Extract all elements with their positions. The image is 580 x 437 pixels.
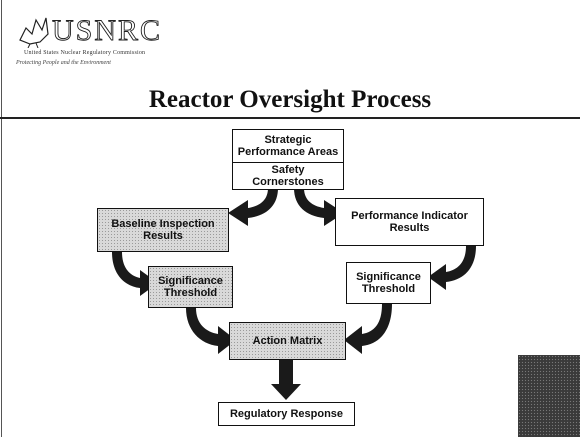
action-matrix-box: Action Matrix	[229, 322, 346, 360]
baseline-inspection-box: Baseline Inspection Results	[97, 208, 229, 252]
significance-threshold-right-box: Significance Threshold	[346, 262, 431, 304]
performance-indicator-label: Performance Indicator Results	[351, 210, 468, 234]
significance-right-label: Significance Threshold	[356, 271, 421, 295]
arrow-right-to-action	[344, 304, 392, 354]
action-matrix-label: Action Matrix	[252, 335, 323, 347]
regulatory-response-label: Regulatory Response	[229, 408, 344, 420]
left-border	[1, 0, 2, 437]
safety-cornerstones-label: Safety Cornerstones	[252, 164, 324, 188]
arrow-to-performance	[294, 188, 344, 226]
scan-artifact-block	[518, 355, 580, 437]
arrow-to-response	[271, 360, 301, 400]
logo-agency-name: United States Nuclear Regulatory Commiss…	[24, 50, 146, 56]
safety-cornerstones-box: Safety Cornerstones	[232, 162, 344, 190]
logo-tagline: Protecting People and the Environment	[16, 60, 111, 66]
arrow-to-significance-right	[428, 246, 476, 290]
strategic-areas-label: Strategic Performance Areas	[237, 134, 339, 158]
eagle-icon: USNRC	[19, 14, 162, 48]
title-divider	[0, 117, 580, 119]
arrow-left-to-action	[186, 308, 236, 354]
performance-indicator-box: Performance Indicator Results	[335, 198, 484, 246]
regulatory-response-box: Regulatory Response	[218, 402, 355, 426]
nrc-logo: USNRC United States Nuclear Regulatory C…	[14, 6, 184, 70]
logo-wordmark: USNRC	[52, 14, 162, 47]
baseline-inspection-label: Baseline Inspection Results	[111, 218, 215, 242]
significance-left-label: Significance Threshold	[158, 275, 223, 299]
page-title: Reactor Oversight Process	[148, 86, 432, 113]
arrow-to-significance-left	[112, 252, 158, 296]
significance-threshold-left-box: Significance Threshold	[148, 266, 233, 308]
strategic-performance-areas-box: Strategic Performance Areas	[232, 129, 344, 163]
arrow-to-baseline	[228, 188, 278, 226]
